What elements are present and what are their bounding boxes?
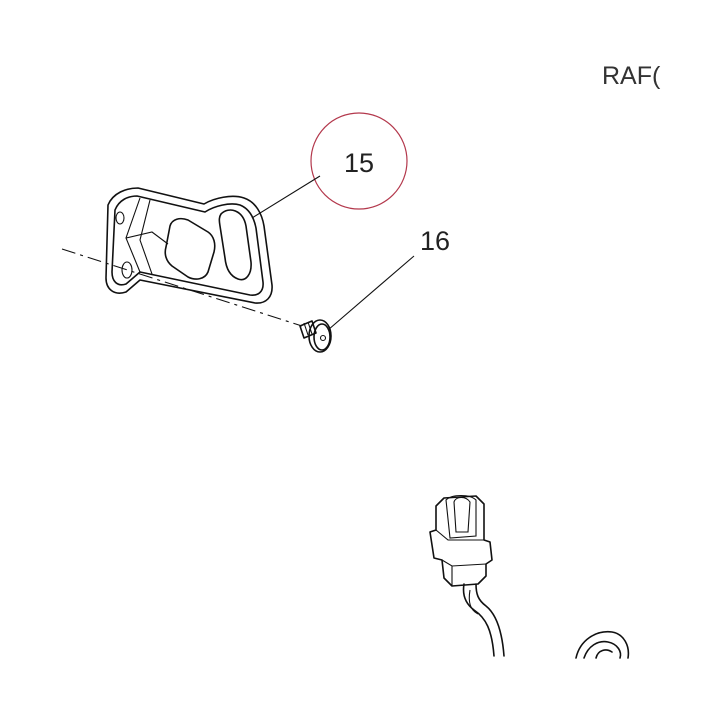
callout-number-16: 16 bbox=[420, 226, 450, 256]
callout-15-highlight-circle bbox=[310, 112, 408, 210]
callout-number-15: 15 bbox=[344, 148, 374, 178]
screw-part-16 bbox=[299, 319, 332, 353]
drawing-code-label: RAF( bbox=[602, 62, 661, 90]
leader-line-16 bbox=[327, 255, 415, 331]
wire-connector bbox=[429, 494, 505, 657]
bracket-part-15 bbox=[105, 187, 273, 304]
alignment-axis bbox=[61, 248, 303, 327]
leader-line-15 bbox=[251, 175, 321, 219]
rubber-grommet bbox=[575, 631, 630, 659]
